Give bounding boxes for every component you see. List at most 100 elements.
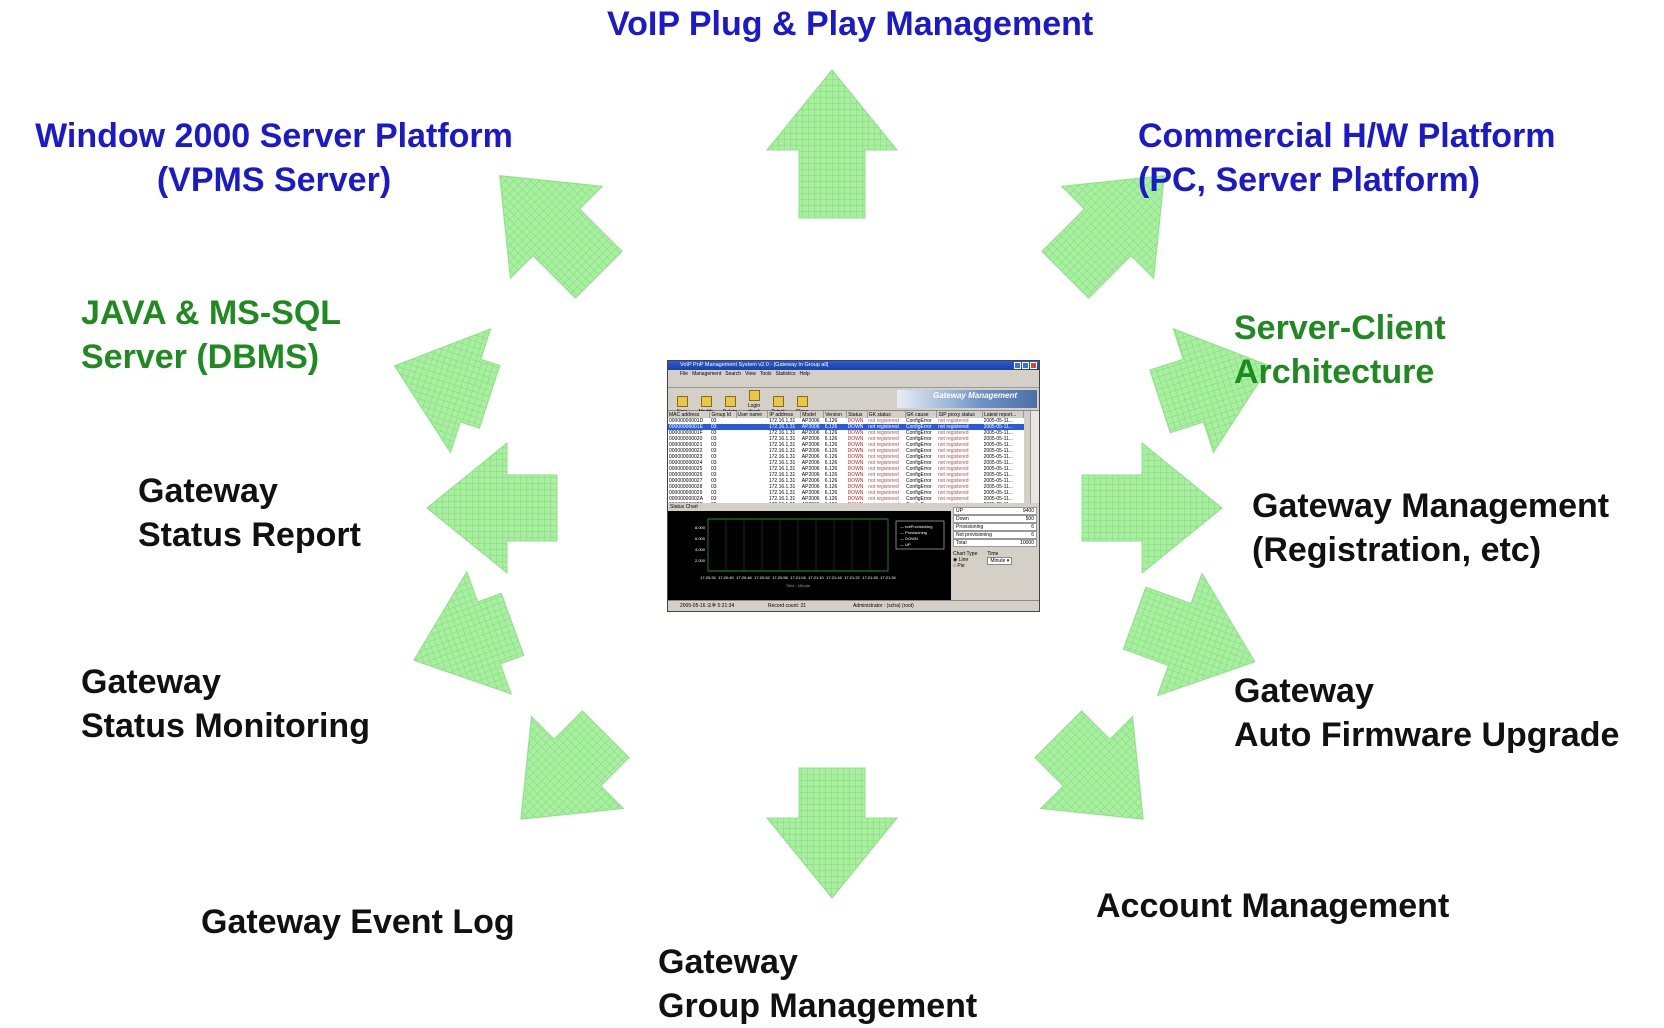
menu-item[interactable]: View — [745, 371, 756, 377]
column-header[interactable]: Model — [800, 411, 825, 418]
column-header[interactable]: GK status — [867, 411, 906, 418]
table-cell: 000000000023 — [669, 454, 703, 460]
column-header[interactable]: GK cause — [905, 411, 938, 418]
table-cell: 172.16.1.31 — [767, 424, 801, 430]
table-cell: 03 — [710, 448, 717, 454]
label-line: Window 2000 Server Platform — [35, 117, 513, 155]
table-cell: DOWN — [847, 466, 864, 472]
toolbar-icon — [700, 396, 712, 407]
table-cell: 6.126 — [824, 484, 838, 490]
table-cell: 2005-05-11... — [982, 424, 1024, 430]
column-header[interactable]: MAC address — [668, 411, 711, 418]
chart-x-tick: 17:21:22 — [844, 575, 860, 580]
table-cell: AP2006 — [801, 418, 820, 424]
stat-key: Down — [956, 516, 969, 522]
table-cell: 2005-05-11... — [983, 454, 1013, 460]
chart-legend-entry: — notProvisioning — [900, 524, 932, 529]
table-cell: 172.16.1.31 — [768, 436, 796, 442]
chart-x-tick: 17:21:10 — [808, 575, 824, 580]
table-cell: AP2006 — [801, 460, 820, 466]
maximize-icon — [1022, 362, 1029, 369]
chart-type-pie[interactable]: ○ Pie — [953, 563, 965, 569]
app-banner: Gateway Management — [897, 390, 1037, 408]
column-header[interactable]: User name — [736, 411, 769, 418]
table-cell: DOWN — [847, 454, 864, 460]
column-header[interactable]: Latest report... — [982, 411, 1024, 418]
menu-item[interactable]: Search — [725, 371, 742, 377]
close-icon — [1030, 362, 1037, 369]
label-line: JAVA & MS-SQL — [81, 294, 342, 332]
table-cell: 2005-05-11... — [983, 478, 1013, 484]
arrow-up-right — [1041, 175, 1165, 299]
arrow-down-left — [520, 710, 630, 820]
column-header[interactable]: Group Id — [709, 411, 737, 418]
table-cell: not registered — [937, 448, 969, 454]
table-cell: 172.16.1.31 — [768, 430, 796, 436]
table-cell: ConfigError — [906, 436, 932, 442]
table-cell: 6.126 — [824, 454, 838, 460]
table-cell: 6.126 — [824, 496, 838, 502]
table-cell: DOWN — [847, 484, 864, 490]
table-cell: 00000000001F — [669, 430, 703, 436]
table-cell: not registered — [868, 496, 899, 502]
time-select[interactable]: Minute ▾ — [987, 557, 1013, 565]
column-header[interactable]: Status — [846, 411, 868, 418]
menu-item[interactable]: Help — [799, 371, 810, 377]
menu-item[interactable]: Tools — [759, 371, 772, 377]
chart-x-tick: 17:20:52 — [754, 575, 770, 580]
table-cell: 03 — [710, 442, 717, 448]
table-cell: AP2006 — [801, 472, 820, 478]
menu-item[interactable]: Statistics — [775, 371, 796, 377]
column-header[interactable]: Version — [823, 411, 848, 418]
table-cell: 000000000028 — [669, 484, 703, 490]
label-line: (Registration, etc) — [1252, 531, 1542, 569]
table-cell: not registered — [868, 436, 899, 442]
arrow-lower-right — [1122, 572, 1256, 697]
chart-type-line[interactable]: ◉ Line — [953, 557, 969, 563]
table-cell: not registered — [868, 472, 899, 478]
status-user: Administrator : (scha) (root) — [853, 603, 914, 609]
table-cell: 6.126 — [824, 418, 838, 424]
table-cell: AP2006 — [800, 424, 824, 430]
arrow-up — [765, 69, 899, 219]
table-cell: not registered — [937, 490, 969, 496]
table-cell: not registered — [868, 484, 899, 490]
chart-x-tick: 17:21:28 — [862, 575, 878, 580]
table-cell: ConfigError — [906, 454, 932, 460]
table-cell — [736, 424, 768, 430]
label-line: Gateway — [658, 943, 798, 981]
chart-legend-entry: — Provisioning — [900, 530, 927, 535]
table-cell: not registered — [937, 430, 969, 436]
column-header[interactable]: SIP proxy status — [936, 411, 984, 418]
arrow-left — [426, 441, 558, 575]
table-cell: AP2006 — [801, 496, 820, 502]
chart-legend-entry: — DOWN — [900, 536, 918, 541]
app-icon-row — [668, 378, 1039, 388]
menu-item[interactable]: Management — [692, 371, 722, 377]
table-cell: 03 — [710, 460, 717, 466]
table-cell: 2005-05-11... — [983, 484, 1013, 490]
column-header[interactable]: IP address — [767, 411, 802, 418]
table-cell: ConfigError — [906, 448, 932, 454]
table-cell: 000000000024 — [669, 460, 703, 466]
label-status-monitoring: Gateway Status Monitoring — [81, 660, 370, 748]
table-cell: 2005-05-11... — [983, 430, 1013, 436]
table-cell: 000000000022 — [669, 448, 703, 454]
table-cell: 6.126 — [824, 430, 838, 436]
menu-item[interactable]: File — [680, 371, 689, 377]
